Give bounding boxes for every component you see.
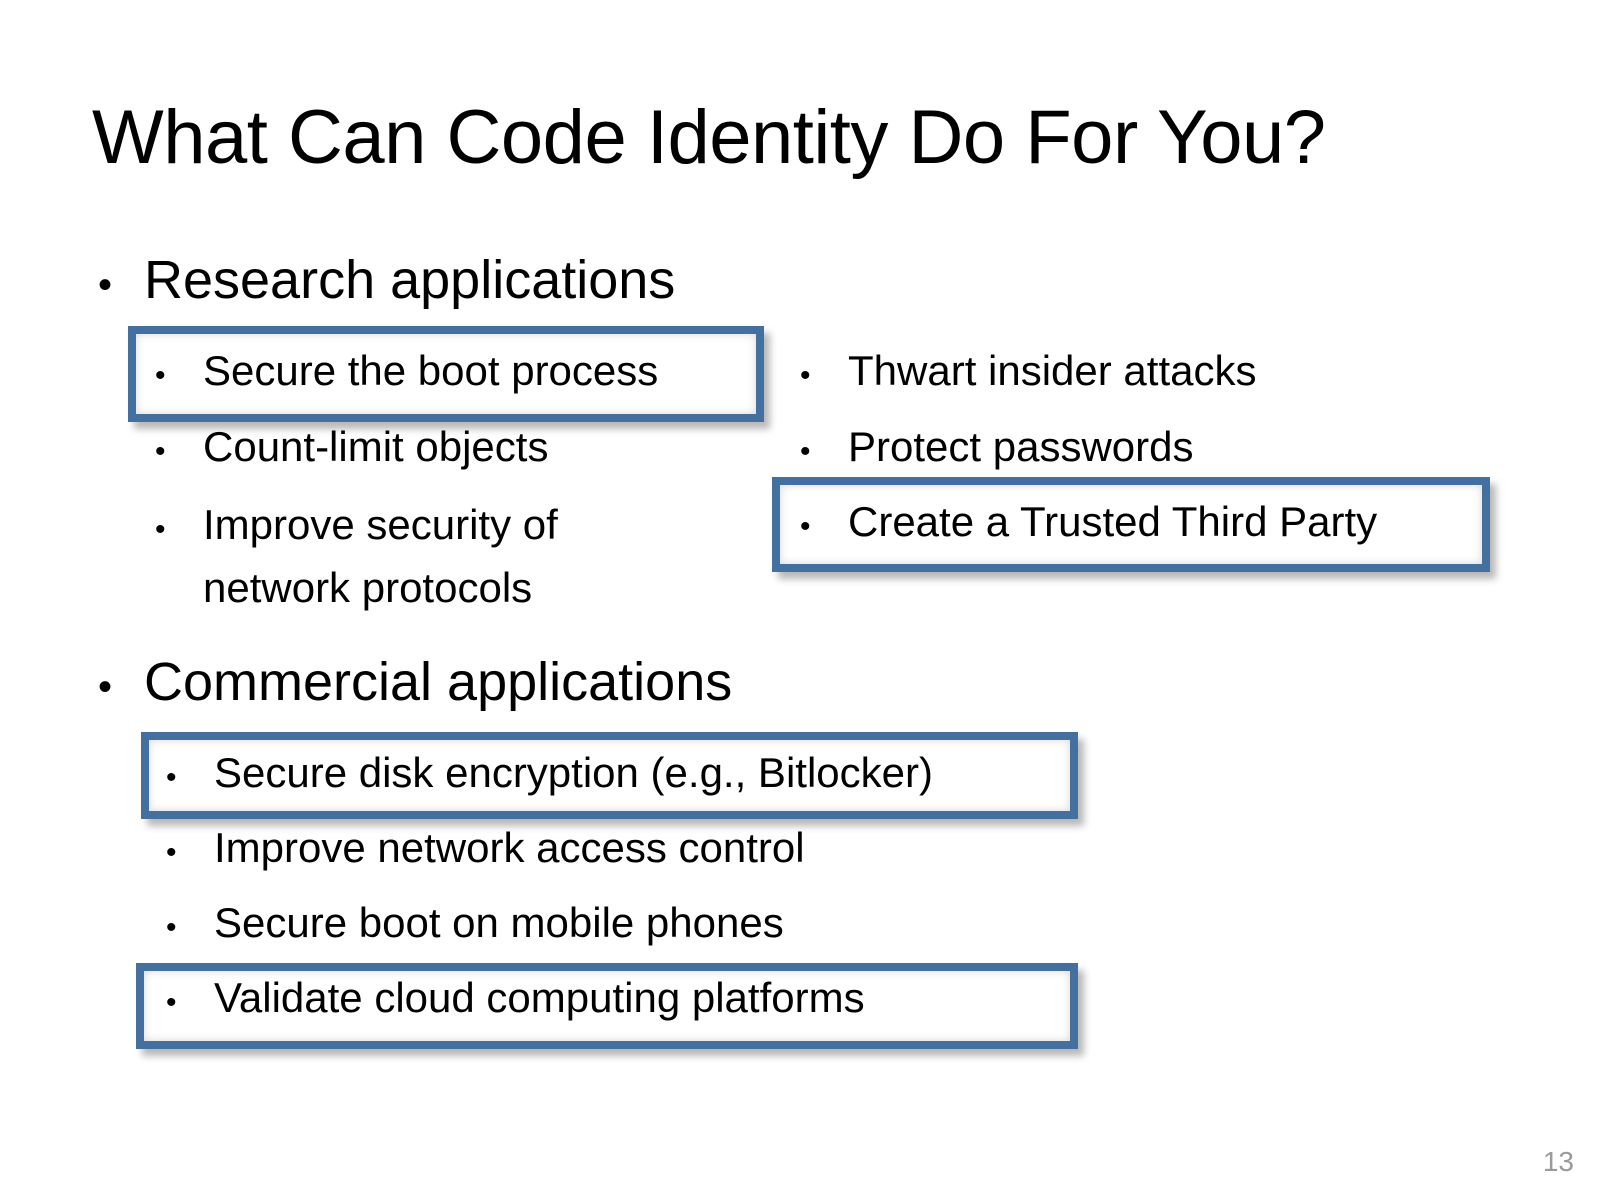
list-item-label: Secure the boot process xyxy=(203,347,659,394)
list-item-label: Secure disk encryption (e.g., Bitlocker) xyxy=(214,749,933,796)
list-item-improve-network-protocol-security: • Improve security of network protocols xyxy=(155,493,673,619)
bullet-marker-icon: • xyxy=(98,665,113,709)
bullet-marker-icon: • xyxy=(166,761,177,794)
list-item-protect-passwords: • Protect passwords xyxy=(800,423,1194,470)
list-item-label: Create a Trusted Third Party xyxy=(848,498,1378,545)
list-item-label: Secure boot on mobile phones xyxy=(214,899,784,946)
list-item-secure-boot-mobile-phones: • Secure boot on mobile phones xyxy=(166,899,784,946)
highlight-box-disk-encryption xyxy=(141,732,1078,819)
bullet-marker-icon: • xyxy=(166,836,177,869)
bullet-marker-icon: • xyxy=(166,986,177,1019)
section-heading-commercial: • Commercial applications xyxy=(98,654,732,711)
bullet-marker-icon: • xyxy=(800,510,811,543)
list-item-validate-cloud-platforms: • Validate cloud computing platforms xyxy=(166,974,865,1021)
highlight-box-secure-boot-process xyxy=(128,326,764,422)
bullet-marker-icon: • xyxy=(800,359,811,392)
list-item-secure-disk-encryption: • Secure disk encryption (e.g., Bitlocke… xyxy=(166,749,933,796)
section-heading-label: Research applications xyxy=(144,250,676,310)
list-item-label: Improve network access control xyxy=(214,824,805,871)
bullet-marker-icon: • xyxy=(166,911,177,944)
highlight-box-cloud-platforms xyxy=(136,963,1078,1049)
bullet-marker-icon: • xyxy=(98,263,113,307)
slide-number: 13 xyxy=(1542,1146,1574,1177)
list-item-count-limit-objects: • Count-limit objects xyxy=(155,423,549,470)
bullet-marker-icon: • xyxy=(800,435,811,468)
page-title: What Can Code Identity Do For You? xyxy=(92,95,1326,180)
list-item-label: Improve security of network protocols xyxy=(203,501,558,611)
bullet-marker-icon: • xyxy=(155,359,166,392)
section-heading-research: • Research applications xyxy=(98,252,675,309)
list-item-trusted-third-party: • Create a Trusted Third Party xyxy=(800,498,1378,545)
section-heading-label: Commercial applications xyxy=(144,652,733,712)
list-item-label: Count-limit objects xyxy=(203,423,549,470)
bullet-marker-icon: • xyxy=(155,435,166,468)
list-item-label: Protect passwords xyxy=(848,423,1194,470)
highlight-box-trusted-third-party xyxy=(772,477,1490,572)
bullet-marker-icon: • xyxy=(155,513,166,546)
list-item-thwart-insider-attacks: • Thwart insider attacks xyxy=(800,347,1257,394)
list-item-label: Thwart insider attacks xyxy=(848,347,1257,394)
list-item-improve-network-access-control: • Improve network access control xyxy=(166,824,805,871)
list-item-secure-boot-process: • Secure the boot process xyxy=(155,347,659,394)
list-item-label: Validate cloud computing platforms xyxy=(214,974,865,1021)
